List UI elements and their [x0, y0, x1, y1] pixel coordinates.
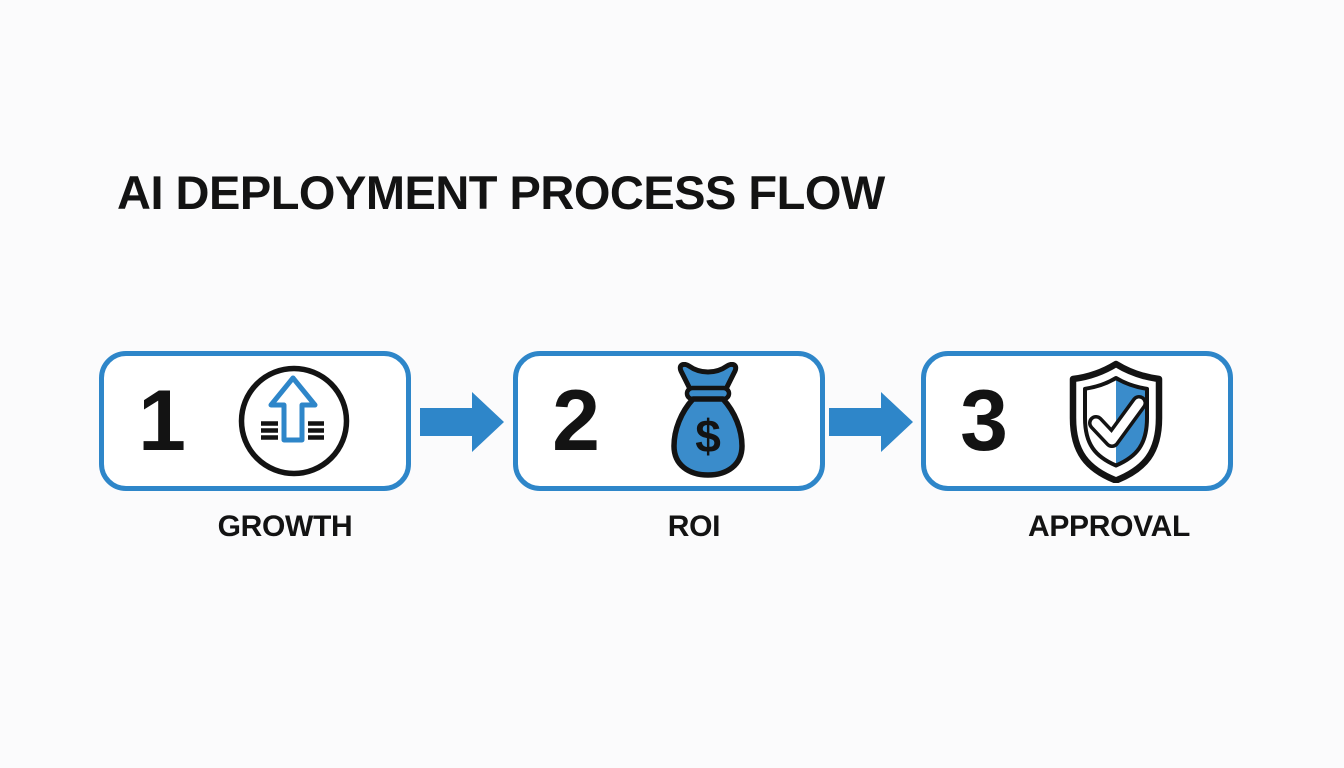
- arrow-right-svg: [829, 392, 913, 452]
- growth-arrow-svg: [238, 365, 350, 477]
- step-box-roi: 2 $: [513, 351, 825, 491]
- step-label-roi: ROI: [667, 510, 721, 543]
- step-number: 3: [960, 373, 1008, 469]
- step-label-approval: APPROVAL: [1027, 510, 1191, 543]
- step-number: 2: [552, 373, 600, 469]
- arrow-right-svg: [420, 392, 504, 452]
- step-label-growth: GROWTH: [217, 510, 353, 543]
- diagram-title: AI DEPLOYMENT PROCESS FLOW: [117, 166, 885, 219]
- shield-check-icon: [1056, 359, 1176, 483]
- dollar-glyph: $: [695, 410, 721, 462]
- step-box-growth: 1: [99, 351, 411, 491]
- arrow-right-icon: [420, 392, 504, 452]
- money-bag-icon: $: [648, 359, 768, 483]
- money-bag-svg: $: [671, 362, 745, 478]
- step-box-approval: 3: [921, 351, 1233, 491]
- step-number: 1: [138, 373, 186, 469]
- shield-check-svg: [1069, 360, 1163, 483]
- growth-arrow-icon: [234, 359, 354, 483]
- arrow-right-icon: [829, 392, 913, 452]
